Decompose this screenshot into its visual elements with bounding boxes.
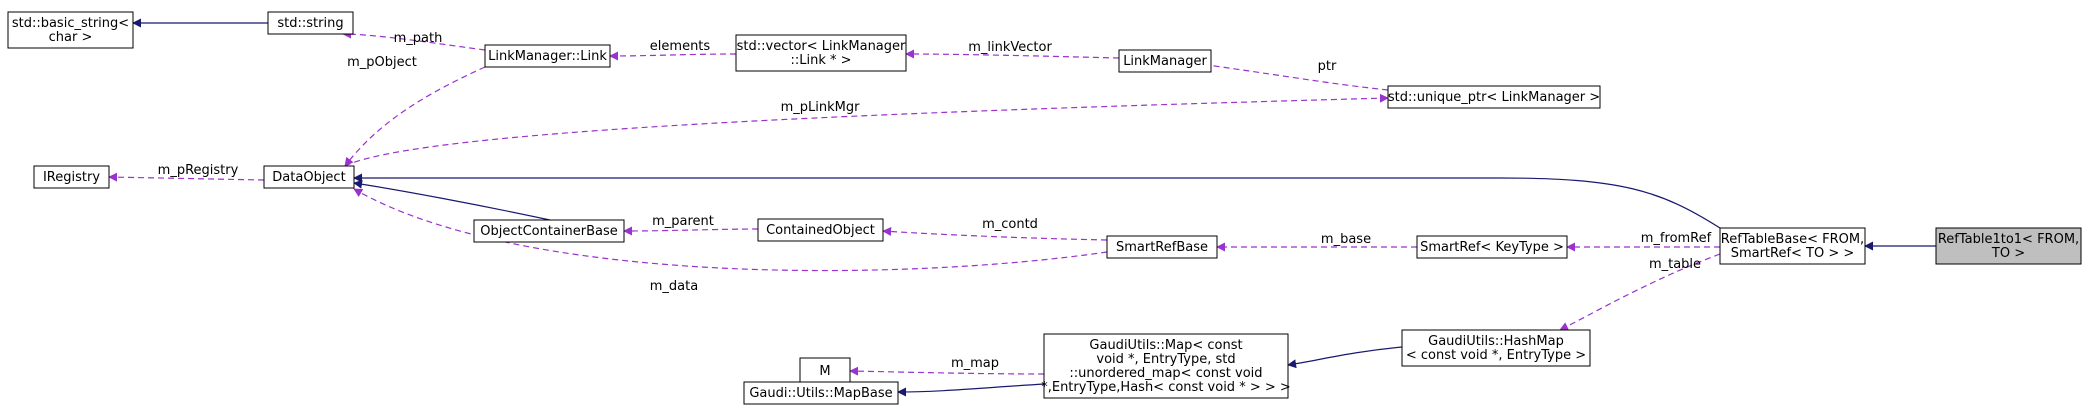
edge-vector-link	[609, 51, 737, 61]
edge-contained-ocb	[623, 226, 759, 236]
node-label-map: GaudiUtils::Map< const	[1089, 338, 1242, 353]
edge-label-link-dataobject: m_pObject	[347, 55, 417, 70]
node-box-mapbase	[743, 381, 899, 405]
node-box-reftablebase	[1719, 227, 1866, 265]
edge-dataobject-uptr	[344, 93, 1389, 167]
node-label-containedobject: ContainedObject	[766, 223, 875, 238]
edge-uptr-linkmanager	[1199, 60, 1389, 91]
node-objcontainerbase[interactable]: ObjectContainerBase	[473, 219, 625, 243]
node-layer: std::basic_string<char > std::stringLinkM…	[7, 11, 2082, 405]
node-label-objcontainerbase: ObjectContainerBase	[480, 224, 618, 239]
node-iregistry[interactable]: IRegistry	[33, 165, 110, 189]
node-box-basic_string	[7, 11, 134, 49]
node-label-link: LinkManager::Link	[488, 49, 607, 64]
node-containedobject[interactable]: ContainedObject	[757, 218, 884, 242]
node-m[interactable]: M	[799, 357, 851, 385]
node-reftable1to1[interactable]: RefTable1to1< FROM,TO >	[1935, 227, 2082, 265]
node-label-linkmanager: LinkManager	[1123, 54, 1207, 69]
node-label-reftable1to1: TO >	[1991, 246, 2025, 261]
node-box-string	[267, 11, 354, 35]
node-label-smartref: SmartRef< KeyType >	[1420, 240, 1564, 255]
edge-layer	[108, 18, 1936, 397]
edge-ocb-dataobject	[353, 179, 551, 221]
edge-reftablebase-hashmap	[1559, 253, 1721, 331]
edge-label-reftablebase-hashmap: m_table	[1649, 257, 1701, 272]
edge-hashmap-map	[1287, 346, 1403, 369]
edge-label-linkmanager-vector: m_linkVector	[968, 40, 1052, 55]
node-label-reftablebase: SmartRef< TO > >	[1731, 246, 1855, 261]
node-label-iregistry: IRegistry	[43, 170, 100, 185]
node-smartrefbase[interactable]: SmartRefBase	[1106, 235, 1218, 259]
node-box-vector	[735, 34, 907, 72]
node-linkmanager[interactable]: LinkManager	[1118, 49, 1212, 73]
edge-label-vector-link: elements	[650, 39, 711, 54]
edge-link-dataobject	[344, 66, 486, 167]
node-label-map: void *, EntryType, std	[1096, 352, 1235, 367]
node-box-dataobject	[263, 165, 355, 189]
node-label-map: ::unordered_map< const void	[1069, 366, 1262, 381]
edge-dataobject-iregistry	[108, 172, 265, 182]
node-box-linkmanager	[1118, 49, 1212, 73]
edge-smartrefbase-contained	[882, 227, 1108, 241]
node-label-m: M	[819, 364, 830, 379]
edge-map-m	[849, 366, 1045, 376]
node-box-smartrefbase	[1106, 235, 1218, 259]
node-box-hashmap	[1401, 329, 1591, 367]
node-label-mapbase: Gaudi::Utils::MapBase	[749, 386, 892, 401]
edge-label-map-m: m_map	[951, 356, 999, 371]
node-box-link	[484, 44, 611, 68]
edge-map-mapbase	[897, 383, 1045, 397]
edge-label-contained-ocb: m_parent	[652, 214, 714, 229]
node-label-hashmap: < const void *, EntryType >	[1406, 348, 1586, 363]
node-box-objcontainerbase	[473, 219, 625, 243]
node-label-hashmap: GaudiUtils::HashMap	[1428, 334, 1564, 349]
node-label-map: *,EntryType,Hash< const void * > > >	[1041, 380, 1291, 395]
node-label-reftablebase: RefTableBase< FROM,	[1721, 232, 1864, 247]
edge-linkmanager-vector	[905, 49, 1120, 59]
node-label-string: std::string	[277, 16, 343, 31]
node-box-smartref	[1416, 235, 1568, 259]
node-box-map	[1043, 333, 1289, 399]
edge-label-uptr-linkmanager: ptr	[1318, 59, 1337, 74]
node-label-unique_ptr: std::unique_ptr< LinkManager >	[1388, 90, 1600, 105]
node-string[interactable]: std::string	[267, 11, 354, 35]
node-vector[interactable]: std::vector< LinkManager::Link * >	[735, 34, 907, 72]
node-label-vector: ::Link * >	[790, 53, 851, 68]
edge-label-dataobject-uptr: m_pLinkMgr	[781, 100, 861, 115]
node-dataobject[interactable]: DataObject	[263, 165, 355, 189]
edge-smartrefbase-dataobject	[353, 188, 1108, 272]
edge-link-string	[342, 29, 486, 51]
edge-label-smartrefbase-dataobject: m_data	[650, 279, 698, 294]
node-link[interactable]: LinkManager::Link	[484, 44, 611, 68]
edge-label-smartref-smartrefbase: m_base	[1321, 232, 1371, 247]
node-label-basic_string: std::basic_string<	[12, 16, 129, 31]
node-reftablebase[interactable]: RefTableBase< FROM,SmartRef< TO > >	[1719, 227, 1866, 265]
node-box-unique_ptr	[1387, 85, 1601, 109]
node-box-iregistry	[33, 165, 110, 189]
edge-label-smartrefbase-contained: m_contd	[982, 217, 1038, 232]
node-label-reftable1to1: RefTable1to1< FROM,	[1938, 232, 2079, 247]
node-box-reftable1to1	[1935, 227, 2082, 265]
node-label-smartrefbase: SmartRefBase	[1116, 240, 1208, 255]
node-basic_string[interactable]: std::basic_string<char >	[7, 11, 134, 49]
node-mapbase[interactable]: Gaudi::Utils::MapBase	[743, 381, 899, 405]
node-box-m	[799, 357, 851, 385]
node-label-dataobject: DataObject	[272, 170, 345, 185]
node-smartref[interactable]: SmartRef< KeyType >	[1416, 235, 1568, 259]
node-box-containedobject	[757, 218, 884, 242]
node-label-basic_string: char >	[49, 30, 93, 45]
edge-label-dataobject-iregistry: m_pRegistry	[158, 163, 239, 178]
edge-label-reftablebase-smartref: m_fromRef	[1641, 231, 1712, 246]
edge-label-link-string: m_path	[394, 31, 443, 46]
node-unique_ptr[interactable]: std::unique_ptr< LinkManager >	[1387, 85, 1601, 109]
node-label-vector: std::vector< LinkManager	[737, 39, 906, 54]
node-hashmap[interactable]: GaudiUtils::HashMap< const void *, Entry…	[1401, 329, 1591, 367]
edge-reftablebase-dataobject	[353, 173, 1721, 229]
